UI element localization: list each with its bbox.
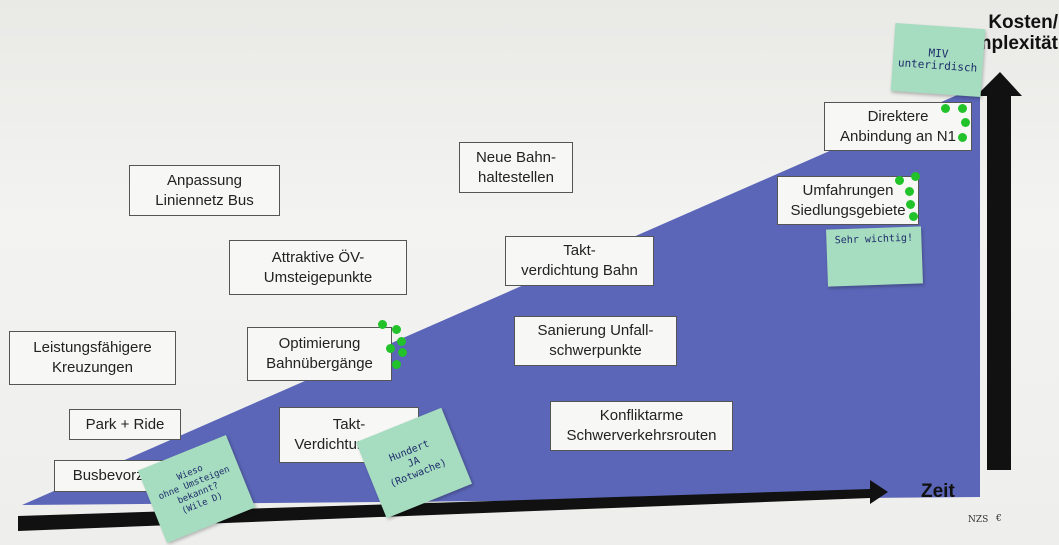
card-optimierung-bahnuebergaenge: Optimierung Bahnübergänge [247, 327, 392, 381]
vote-dot [958, 133, 967, 142]
cost-area [22, 85, 980, 505]
footer-note-right: € [996, 514, 1002, 524]
vote-dot [392, 325, 401, 334]
sticky-note-sehr-wichtig: Sehr wichtig! [826, 226, 923, 287]
vote-dot [941, 104, 950, 113]
time-axis-arrow [18, 480, 888, 531]
card-attraktive-oev: Attraktive ÖV- Umsteigepunkte [229, 240, 407, 295]
vote-dot [392, 360, 401, 369]
card-park-ride: Park + Ride [69, 409, 181, 440]
card-taktverdichtung-bahn: Takt- verdichtung Bahn [505, 236, 654, 286]
sticky-note-miv: MIV unterirdisch [890, 22, 986, 98]
vote-dot [895, 176, 904, 185]
vote-dot [906, 200, 915, 209]
x-axis-label: Zeit [921, 481, 955, 502]
vote-dot [905, 187, 914, 196]
card-konfliktarme-routen: Konfliktarme Schwerverkehrsrouten [550, 401, 733, 451]
vote-dot [911, 172, 920, 181]
footer-note-left: NZS [968, 515, 989, 525]
vote-dot [386, 344, 395, 353]
card-neue-bahnhaltestellen: Neue Bahn- haltestellen [459, 142, 573, 193]
vote-dot [909, 212, 918, 221]
card-umfahrungen-siedlungsgebiete: Umfahrungen Siedlungsgebiete [777, 176, 919, 225]
vote-dot [378, 320, 387, 329]
card-leistungsfaehigere-kreuzungen: Leistungsfähigere Kreuzungen [9, 331, 176, 385]
cost-axis-arrow [976, 72, 1022, 470]
card-anpassung-liniennetz: Anpassung Liniennetz Bus [129, 165, 280, 216]
vote-dot [958, 104, 967, 113]
vote-dot [397, 337, 406, 346]
card-sanierung-unfallschwerpunkte: Sanierung Unfall- schwerpunkte [514, 316, 677, 366]
vote-dot [961, 118, 970, 127]
vote-dot [398, 348, 407, 357]
